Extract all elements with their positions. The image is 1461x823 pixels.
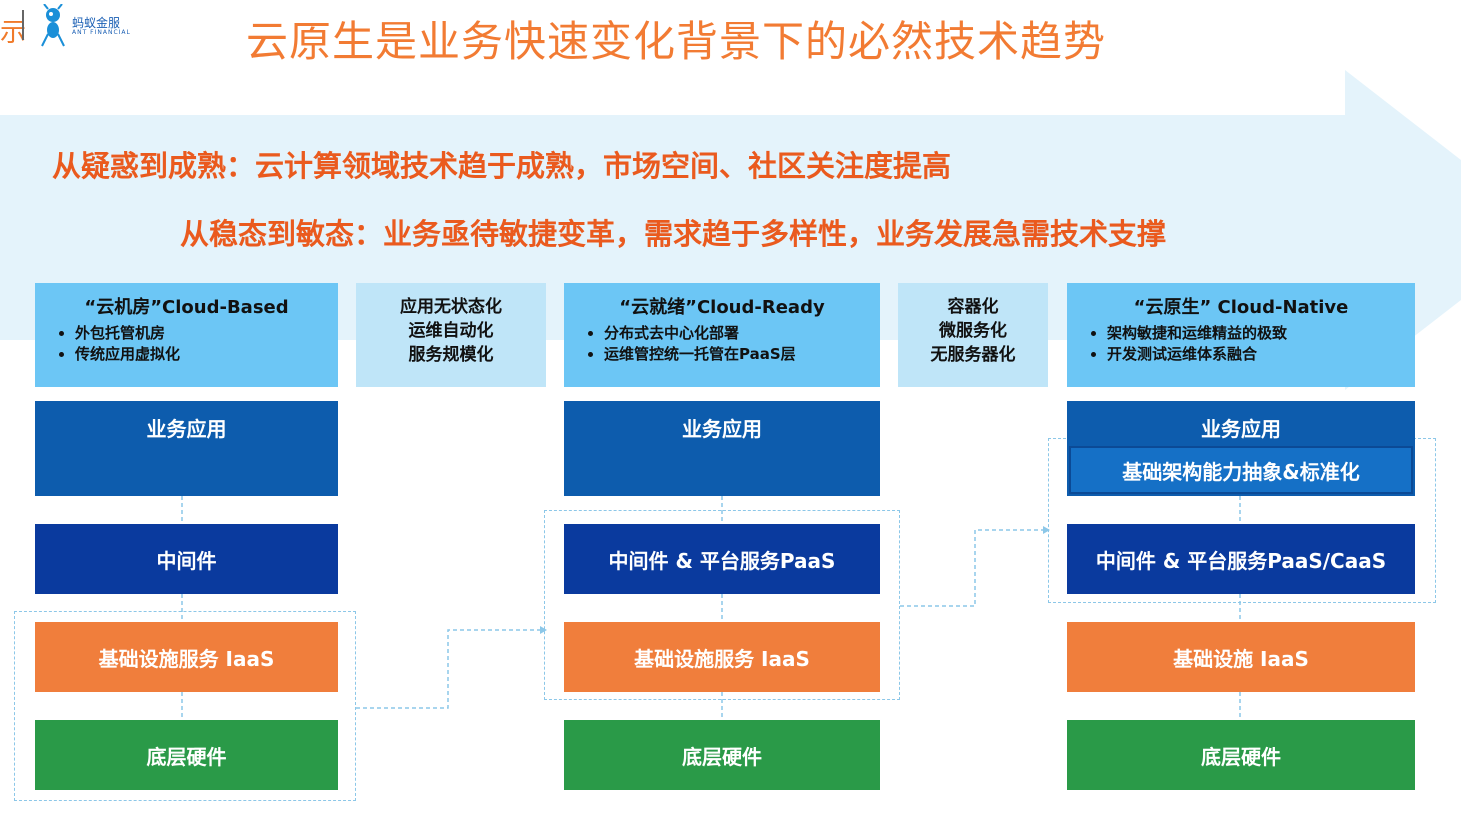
layer-middleware-paas: 中间件 & 平台服务PaaS bbox=[564, 524, 880, 594]
stage-bullet: 运维管控统一托管在PaaS层 bbox=[604, 344, 868, 365]
layer-iaas: 基础设施 IaaS bbox=[1067, 622, 1415, 692]
stage-title: “云机房”Cloud-Based bbox=[84, 297, 289, 318]
layer-hardware: 底层硬件 bbox=[1067, 720, 1415, 790]
layer-infra-abstraction: 基础架构能力抽象&标准化 bbox=[1069, 446, 1413, 494]
transition-card-1: 应用无状态化 运维自动化 服务规模化 bbox=[356, 283, 546, 387]
header-divider bbox=[22, 10, 24, 40]
transition-item: 运维自动化 bbox=[408, 321, 494, 341]
logo: 蚂蚁金服 ANT FINANCIAL bbox=[38, 4, 131, 48]
layer-business-app: 业务应用 bbox=[35, 401, 338, 496]
stage-card-cloud-based: “云机房”Cloud-Based 外包托管机房 传统应用虚拟化 bbox=[35, 283, 338, 387]
layer-iaas: 基础设施服务 IaaS bbox=[564, 622, 880, 692]
stage1-infra-group-outline bbox=[14, 611, 356, 801]
layer-middleware: 中间件 bbox=[35, 524, 338, 594]
transition-card-2: 容器化 微服务化 无服务器化 bbox=[898, 283, 1048, 387]
logo-subtext: ANT FINANCIAL bbox=[72, 28, 131, 36]
layer-business-app: 业务应用 bbox=[564, 401, 880, 496]
statement-maturity: 从疑惑到成熟：云计算领域技术趋于成熟，市场空间、社区关注度提高 bbox=[52, 149, 952, 183]
transition-item: 服务规模化 bbox=[408, 345, 494, 365]
transition-item: 应用无状态化 bbox=[400, 297, 502, 317]
stage-bullet: 分布式去中心化部署 bbox=[604, 323, 868, 344]
logo-text: 蚂蚁金服 bbox=[72, 15, 121, 30]
header-fragment: 示 bbox=[0, 18, 27, 48]
statement-agility: 从稳态到敏态：业务亟待敏捷变革，需求趋于多样性，业务发展急需技术支撑 bbox=[180, 217, 1167, 251]
page-title: 云原生是业务快速变化背景下的必然技术趋势 bbox=[246, 17, 1107, 66]
stage-title: “云原生” Cloud-Native bbox=[1133, 297, 1349, 318]
stage-card-cloud-ready: “云就绪”Cloud-Ready 分布式去中心化部署 运维管控统一托管在PaaS… bbox=[564, 283, 880, 387]
stage-card-cloud-native: “云原生” Cloud-Native 架构敏捷和运维精益的极致 开发测试运维体系… bbox=[1067, 283, 1415, 387]
layer-hardware: 底层硬件 bbox=[564, 720, 880, 790]
stage-bullet: 外包托管机房 bbox=[75, 323, 326, 344]
layer-iaas: 基础设施服务 IaaS bbox=[35, 622, 338, 692]
stage-title: “云就绪”Cloud-Ready bbox=[619, 297, 825, 318]
stage-bullet: 架构敏捷和运维精益的极致 bbox=[1107, 323, 1403, 344]
layer-hardware: 底层硬件 bbox=[35, 720, 338, 790]
layer-middleware-paas-caas: 中间件 & 平台服务PaaS/CaaS bbox=[1067, 524, 1415, 594]
transition-item: 无服务器化 bbox=[930, 345, 1016, 365]
transition-item: 微服务化 bbox=[939, 321, 1007, 341]
transition-item: 容器化 bbox=[947, 297, 999, 317]
stage-bullet: 传统应用虚拟化 bbox=[75, 344, 326, 365]
stage-bullet: 开发测试运维体系融合 bbox=[1107, 344, 1403, 365]
ant-logo-icon bbox=[41, 4, 65, 47]
stage2-platform-group-outline bbox=[544, 510, 900, 700]
